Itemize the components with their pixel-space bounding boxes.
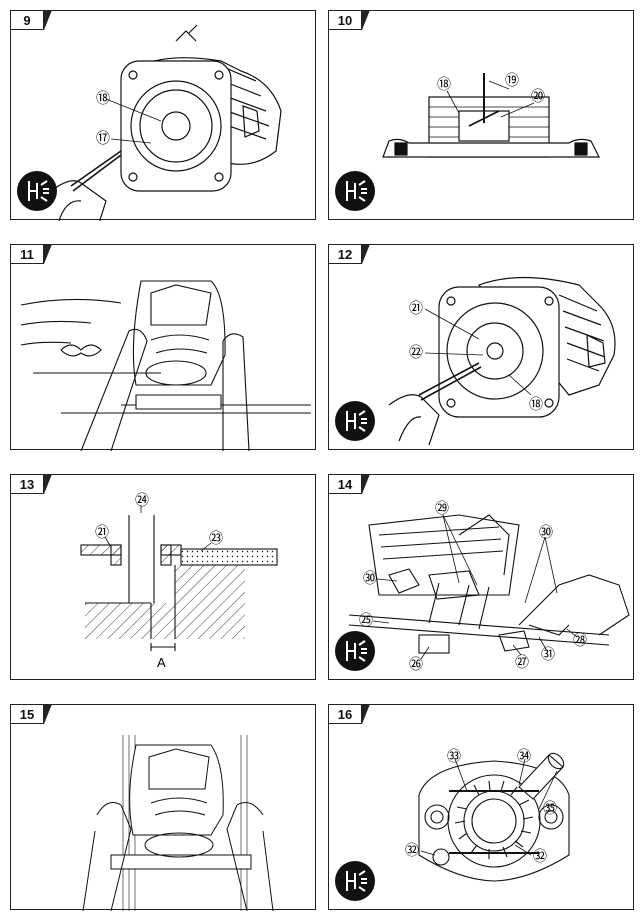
callout-25: ㉕ (359, 613, 373, 629)
figure-number: 10 (328, 10, 370, 30)
dimension-label: A (157, 655, 166, 670)
figure-11: 11 (10, 244, 316, 451)
callout-32: ㉜ (533, 849, 547, 865)
callout-23: ㉓ (209, 531, 223, 547)
callout-28: ㉘ (573, 633, 587, 649)
callout-18: ⑱ (529, 397, 543, 413)
router-with-guide-illustration (82, 735, 274, 911)
callout-34: ㉞ (517, 749, 531, 765)
callout-18: ⑱ (437, 77, 451, 93)
figure-number: 11 (10, 244, 52, 264)
callout-22: ㉒ (409, 345, 423, 361)
router-collet-illustration: ⑱ ⑰ (17, 24, 282, 221)
figure-number: 12 (328, 244, 370, 264)
callout-35: ㉟ (543, 801, 557, 817)
unplug-warning-icon (335, 631, 375, 671)
callout-30: ㉚ (363, 571, 377, 587)
callout-18: ⑱ (96, 91, 110, 107)
callout-29: ㉙ (435, 501, 449, 517)
figure-number: 16 (328, 704, 370, 724)
callout-17: ⑰ (96, 131, 110, 147)
callout-32: ㉜ (405, 843, 419, 859)
figure-12: 12 ㉑ ㉒ ⑱ (328, 244, 634, 450)
figure-16: 16 ㉝ ㉞ ㉟ ㉜ ㉜ (328, 704, 634, 910)
unplug-warning-icon (17, 171, 57, 211)
unplug-warning-icon (335, 861, 375, 901)
figure-13: 13 ㉔ ㉑ (10, 474, 316, 680)
straight-guide-assembly-illustration: ㉙ ㉚ ㉚ ㉕ ㉖ ㉗ ㉛ ㉘ (335, 501, 630, 673)
callout-30: ㉚ (539, 525, 553, 541)
figure-number: 14 (328, 474, 370, 494)
figure-10: 10 ⑱ ⑲ ⑳ (328, 10, 634, 220)
callout-33: ㉝ (447, 749, 461, 765)
callout-24: ㉔ (135, 493, 149, 509)
unplug-warning-icon (335, 401, 375, 441)
router-top-view-illustration: ⑱ ⑲ ⑳ (335, 73, 600, 211)
figure-15: 15 (10, 704, 316, 911)
figure-number: 13 (10, 474, 52, 494)
router-collet-removal-illustration: ㉑ ㉒ ⑱ (335, 276, 616, 446)
dust-nozzle-base-illustration: ㉝ ㉞ ㉟ ㉜ ㉜ (335, 749, 570, 901)
callout-31: ㉛ (541, 647, 555, 663)
callout-21: ㉑ (409, 301, 423, 317)
router-handheld-illustration (20, 280, 311, 451)
figure-number: 9 (10, 10, 52, 30)
figure-9: 9 ⑱ ⑰ (10, 10, 316, 221)
callout-27: ㉗ (515, 655, 529, 671)
figure-number: 15 (10, 704, 52, 724)
figure-14: 14 ㉙ ㉚ ㉚ ㉕ (328, 474, 634, 680)
callout-19: ⑲ (505, 73, 519, 89)
callout-20: ⑳ (531, 89, 545, 105)
callout-26: ㉖ (409, 657, 423, 673)
callout-21: ㉑ (95, 525, 109, 541)
template-guide-cross-section: ㉔ ㉑ ㉓ A (80, 493, 278, 670)
unplug-warning-icon (335, 171, 375, 211)
